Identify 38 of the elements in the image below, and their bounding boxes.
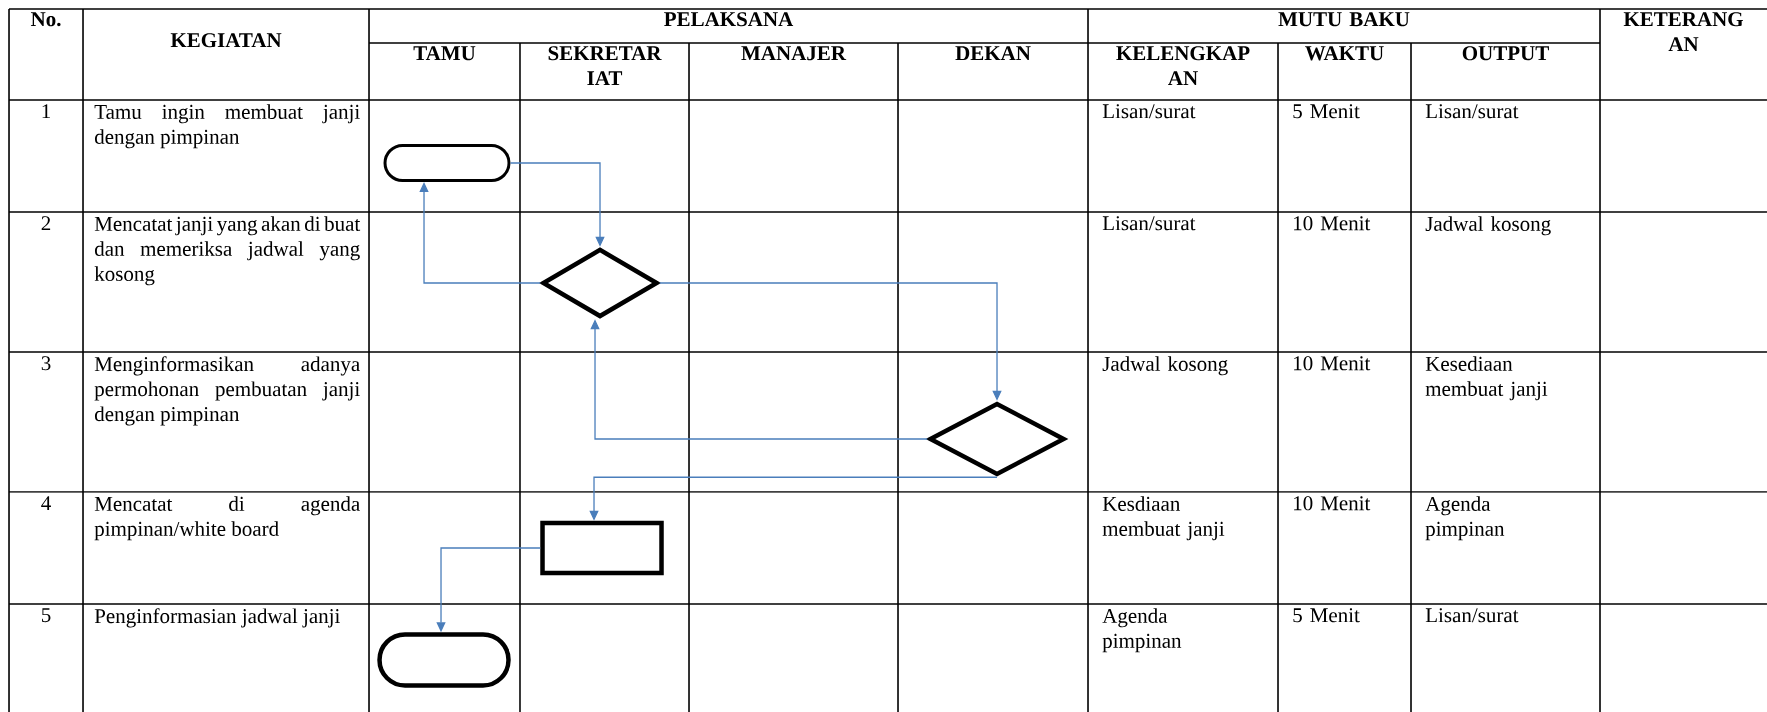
cell-text: 5 Menit [1293,608,1360,623]
cell-text: Lisan/surat [1425,104,1519,119]
row-number: 4 [41,496,51,510]
row-number: 1 [42,104,50,119]
activity-text: Mencatat janji yang akan di buat dan memeriksa jadwal yang kosong [94,216,361,286]
header-text: MANAJER [741,46,847,61]
cell-text: 10 Menit [1294,496,1371,511]
arrow [419,182,541,284]
cell-text: 5 Menit [1293,104,1360,119]
activity-text: Tamu ingin membuat janji dengan pimpinan [94,104,360,149]
terminator-shape [383,144,511,182]
header-text: KEGIATAN [170,33,282,48]
header-text: OUTPUT [1462,46,1549,61]
header-text: TAMU [413,46,476,61]
cell-text: Jadwal kosong [1425,216,1551,236]
cell-text: Agenda pimpinan [1425,496,1505,541]
header-text: MUTU BAKU [1278,12,1410,27]
row-number: 5 [42,608,51,623]
header-text: DEKAN [955,46,1031,61]
cell-text: Lisan/surat [1425,608,1519,623]
activity-text: Mencatat di agenda pimpinan/white board [94,496,360,541]
header-text: KELENGKAP AN [1116,46,1250,86]
cell-text: 10 Menit [1294,356,1371,371]
cell-text: 10 Menit [1294,216,1371,231]
header-text: WAKTU [1305,46,1384,61]
activity-text: Menginformasikan adanya permohonan pembuatan janji dengan pimpinan [94,356,360,426]
row-number: 2 [41,216,51,231]
header-text: No. [30,12,61,27]
header-text: PELAKSANA [664,12,794,27]
cell-text: Agenda pimpinan [1102,608,1182,653]
cell-text: Kesediaan membuat janji [1425,356,1548,401]
terminator-shape [377,632,511,688]
header-text: KETERANG AN [1623,12,1743,52]
cell-text: Lisan/surat [1102,216,1196,231]
cell-text: Kesdiaan membuat janji [1102,496,1225,541]
process-box [540,520,664,576]
row-number: 3 [41,356,51,371]
cell-text: Lisan/surat [1102,104,1196,119]
